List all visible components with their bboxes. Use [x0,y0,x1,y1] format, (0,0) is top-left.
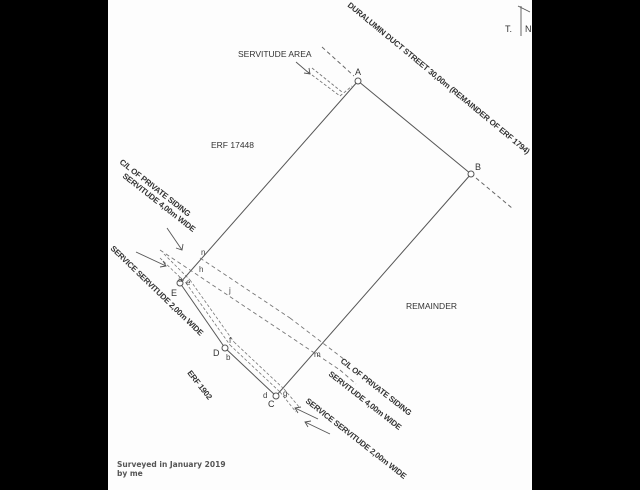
point-m-label: m [314,350,321,359]
service-upper-label: SERVICE SERVITUDE 2,00m WIDE [109,244,206,338]
north-arrow: T. N [505,5,532,36]
servitude-area-label: SERVITUDE AREA [238,49,312,59]
beacon-c-marker [272,392,280,400]
point-a-label: a [178,275,183,284]
beacon-a-marker [354,77,362,85]
street-boundary-dashed [321,46,355,77]
beacon-c-label: C [268,399,275,409]
remainder-label: REMAINDER [406,301,457,311]
point-n-label: n [201,248,205,257]
beacon-d-label: D [213,348,220,358]
survey-footer: Surveyed in January 2019 by me [117,460,226,478]
siding-upper-line2: SERVITUDE 4,00m WIDE [121,171,198,234]
street-boundary-dashed-b [475,177,513,209]
beacon-b-marker [467,170,475,178]
beacon-e-marker [176,279,184,287]
point-e-label: e [186,278,191,287]
point-g-label: g [283,389,287,398]
siding-upper-line1: C/L OF PRIVATE SIDING [118,157,192,218]
erf-1902-label: ERF 1902 [185,369,214,402]
servitude-area-arrow [295,61,311,75]
point-f-label: f [229,336,232,345]
beacon-d-marker [221,344,229,352]
footer-surveyor: by me [117,469,143,478]
footer-surveyed-date: Surveyed in January 2019 [117,460,226,469]
point-b-label: b [226,353,231,362]
lower-label-arrows [294,406,331,435]
point-d-label: d [263,391,267,400]
street-label: DURALUMIN DUCT STREET 30,00m (REMAINDER … [346,1,532,157]
north-arrow-t-label: T. [505,24,512,34]
erf-17448-label: ERF 17448 [211,140,254,150]
point-h-label: h [199,265,203,274]
point-j-label: j [228,286,231,295]
beacons [176,77,475,400]
service-servitude-lines [159,253,301,413]
beacon-b-label: B [475,162,481,172]
beacon-e-label: E [171,288,177,298]
servitude-area-lines [307,67,353,97]
service-lower-label: SERVICE SERVITUDE 2,00m WIDE [304,396,409,481]
upper-label-arrows [135,227,184,268]
beacon-a-label: A [355,67,361,77]
private-siding-centreline [159,249,357,385]
north-arrow-n-label: N [525,24,532,34]
parcel-boundary [179,80,472,397]
